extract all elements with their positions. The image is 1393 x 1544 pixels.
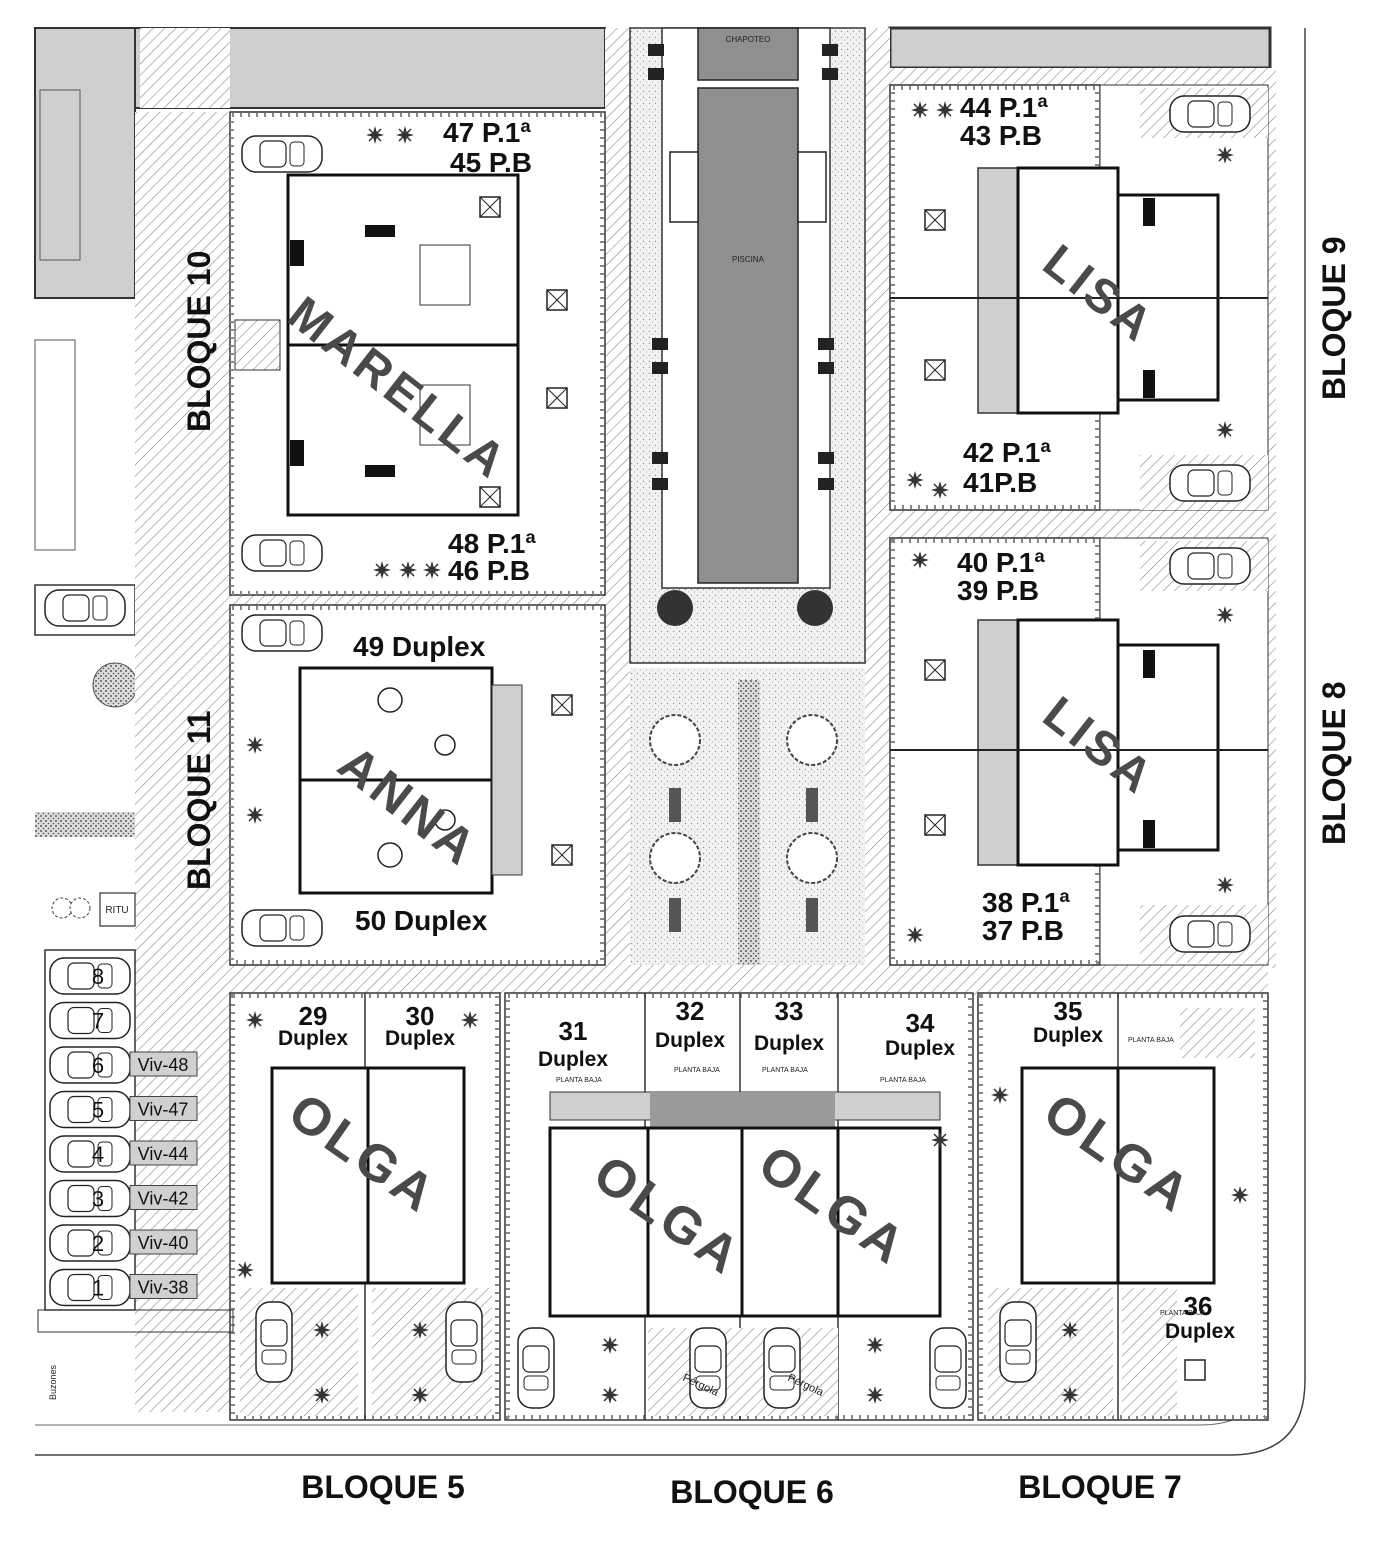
parking-assignment-badge [129, 1229, 198, 1255]
planta-baja-label: PLANTA BAJA [674, 1067, 720, 1074]
parking-assignment-label: Viv-48 [138, 1055, 189, 1075]
parking-car-icon [49, 1179, 131, 1218]
chapoteo-label: CHAPOTEO [726, 35, 771, 44]
unit-42: 42 P.1ª [963, 437, 1051, 468]
block-7-label: BLOQUE 7 [1018, 1469, 1182, 1505]
parking-car-icon [49, 1224, 131, 1262]
block-5-label: BLOQUE 5 [301, 1469, 465, 1505]
block-11-label: BLOQUE 11 [181, 710, 217, 890]
unit-36-number: 36 [1184, 1291, 1213, 1321]
parking-assignment-label: Viv-38 [138, 1278, 189, 1298]
unit-36-type: Duplex [1165, 1320, 1235, 1343]
unit-34-number: 34 [906, 1008, 935, 1038]
unit-34-type: Duplex [885, 1037, 955, 1060]
plot-anna [229, 604, 606, 966]
parking-spot-number: 5 [92, 1098, 104, 1123]
block-8-label: BLOQUE 8 [1316, 681, 1352, 845]
unit-47: 47 P.1ª [443, 117, 531, 148]
central-garden [630, 668, 865, 965]
unit-49: 49 Duplex [353, 631, 486, 662]
parking-car-icon [49, 1001, 131, 1040]
plot-lisa-bottom [889, 537, 1269, 966]
plots-olga [229, 992, 1269, 1421]
parking-spot-number: 4 [92, 1142, 104, 1167]
parking-assignment-label: Viv-40 [138, 1233, 189, 1253]
block-10-label: BLOQUE 10 [181, 251, 217, 432]
plot-marella [229, 111, 606, 596]
plot-lisa-top [889, 84, 1269, 511]
neighbour-area [34, 26, 1272, 837]
piscina-label: PISCINA [732, 255, 765, 264]
unit-30-number: 30 [406, 1001, 435, 1031]
planta-baja-label: PLANTA BAJA [1128, 1037, 1174, 1044]
unit-38: 38 P.1ª [982, 887, 1070, 918]
parking-car-icon [49, 1046, 131, 1084]
unit-40: 40 P.1ª [957, 547, 1045, 578]
parking-assignment-badge [129, 1051, 198, 1077]
unit-32-type: Duplex [655, 1029, 725, 1052]
parking-assignment-label: Viv-47 [138, 1100, 189, 1120]
buzones-label: Buzones [48, 1364, 58, 1400]
parking-car-icon [49, 957, 131, 995]
unit-35-number: 35 [1054, 996, 1083, 1026]
unit-31-type: Duplex [538, 1048, 608, 1071]
parking-spot-number: 7 [92, 1009, 104, 1034]
unit-33-number: 33 [775, 996, 804, 1026]
unit-39: 39 P.B [957, 575, 1039, 606]
planta-baja-label: PLANTA BAJA [762, 1067, 808, 1074]
ritu-label: RITU [105, 905, 128, 916]
unit-45: 45 P.B [450, 147, 532, 178]
unit-46: 46 P.B [448, 555, 530, 586]
planta-baja-label: PLANTA BAJA [556, 1077, 602, 1084]
planta-baja-label: PLANTA BAJA [880, 1077, 926, 1084]
pool-area: CHAPOTEO PISCINA [629, 27, 866, 664]
parking-car-icon [49, 1268, 131, 1307]
parking-spot-number: 6 [92, 1053, 104, 1078]
unit-32-number: 32 [676, 996, 705, 1026]
roads [135, 28, 1276, 1412]
parking-assignment-label: Viv-42 [138, 1189, 189, 1209]
unit-29-type: Duplex [278, 1027, 348, 1050]
block-9-label: BLOQUE 9 [1316, 236, 1352, 400]
parking-spot-number: 8 [92, 964, 104, 989]
parking-assignment-badge [129, 1096, 198, 1121]
parking-car-icon [49, 1135, 131, 1173]
planta-baja-label: PLANTA BAJA [1160, 1310, 1206, 1317]
unit-37: 37 P.B [982, 915, 1064, 946]
parking-car-icon [49, 1090, 131, 1129]
unit-50: 50 Duplex [355, 905, 488, 936]
unit-35-type: Duplex [1033, 1024, 1103, 1047]
parking-assignment-badge [129, 1140, 198, 1166]
parking-spot-number: 3 [92, 1187, 104, 1212]
parking-spot-number: 1 [92, 1276, 104, 1301]
unit-48: 48 P.1ª [448, 528, 536, 559]
block-6-label: BLOQUE 6 [670, 1474, 834, 1510]
parking-assignment-badge [129, 1185, 198, 1210]
unit-41: 41P.B [963, 467, 1037, 498]
unit-29-number: 29 [299, 1001, 328, 1031]
parking-assignment-label: Viv-44 [138, 1144, 189, 1164]
unit-31-number: 31 [559, 1016, 588, 1046]
parking-spots: 8 7 6 Viv-48 5 Viv-47 4 Viv-44 3 Viv-42 2 Viv-40 1 Vi… [49, 957, 198, 1307]
unit-43: 43 P.B [960, 120, 1042, 151]
unit-33-type: Duplex [754, 1032, 824, 1055]
unit-30-type: Duplex [385, 1027, 455, 1050]
unit-44: 44 P.1ª [960, 92, 1048, 123]
parking-spot-number: 2 [92, 1231, 104, 1256]
parking-assignment-badge [129, 1274, 198, 1299]
